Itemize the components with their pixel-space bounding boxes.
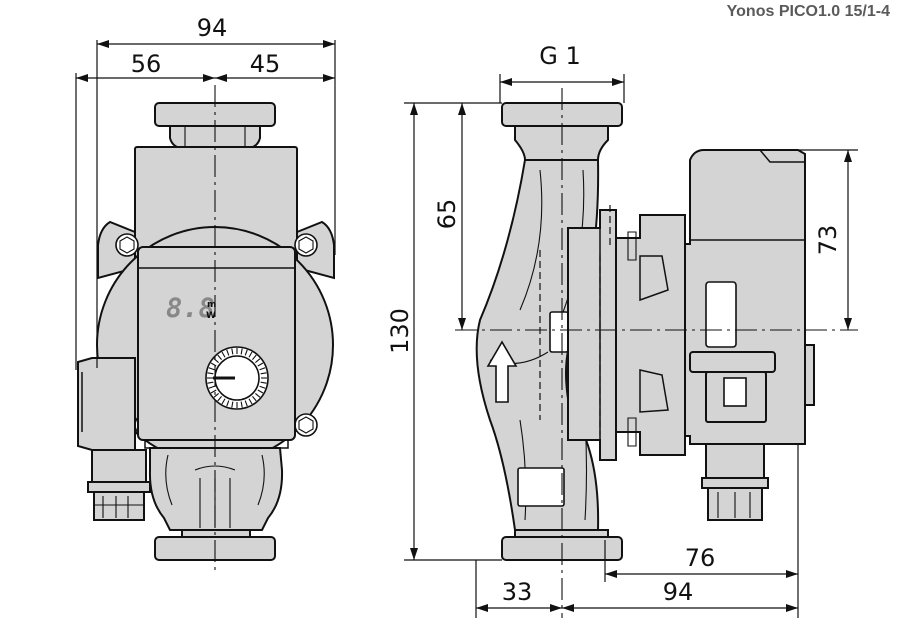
bolt-bottom-right [294, 413, 318, 437]
knob-tick [240, 348, 243, 355]
knob-tick [221, 351, 226, 358]
knob-tick [244, 400, 248, 407]
knob-tick [252, 354, 257, 360]
dim-motor-height: 73 [814, 225, 842, 256]
dim-depth-total: 94 [663, 578, 694, 606]
display-digits: 8.8 [166, 293, 215, 324]
dim-height-upper: 65 [433, 199, 461, 230]
bolt-top-right [294, 233, 318, 257]
knob-tick [255, 393, 261, 398]
dim-depth-motor: 76 [685, 544, 716, 572]
knob-tick [226, 349, 230, 356]
knob-tick [210, 389, 217, 394]
knob-tick [208, 385, 215, 389]
dim-depth-front: 33 [502, 578, 533, 606]
knob-tick [257, 362, 264, 367]
knob-tick [221, 398, 226, 405]
knob-tick [257, 389, 264, 394]
front-view: 8.8 m W [77, 85, 335, 570]
front-gland [91, 449, 147, 483]
knob-tick [217, 396, 222, 402]
dim-thread: G 1 [539, 42, 581, 70]
knob-tick [226, 400, 230, 407]
flow-direction-arrow [486, 340, 518, 403]
knob-tick [240, 401, 243, 408]
knob-tick [255, 358, 261, 363]
knob-tick [248, 351, 253, 358]
knob-tick [260, 372, 267, 375]
display-unit-w: W [206, 311, 216, 321]
side-view [455, 88, 858, 618]
knob-tick [207, 372, 214, 375]
display-unit-m: m [207, 300, 216, 310]
knob-tick [259, 367, 266, 371]
front-pump-housing [148, 447, 284, 531]
product-title: Yonos PICO1.0 15/1-4 [726, 3, 890, 20]
knob-tick [248, 398, 253, 405]
knob-tick [231, 348, 234, 355]
side-motor-flange [567, 209, 617, 461]
front-gland-plug [93, 491, 145, 521]
dim-width-total: 94 [197, 14, 228, 42]
front-cable-box [77, 357, 136, 451]
front-dimensions: 94 56 45 [75, 14, 336, 370]
knob-tick [252, 396, 257, 402]
knob-tick [244, 349, 248, 356]
knob-tick [231, 401, 234, 408]
dim-right-part: 45 [250, 50, 281, 78]
knob-tick [259, 385, 266, 389]
front-gland-nut [87, 481, 151, 493]
side-motor-body [615, 214, 686, 456]
knob-tick [208, 367, 215, 371]
knob-tick [207, 381, 214, 384]
side-rear-cap [804, 344, 815, 406]
dim-height-total: 130 [386, 308, 414, 354]
bolt-top-left [115, 233, 139, 257]
knob-tick [260, 381, 267, 384]
knob-tick [213, 393, 219, 398]
control-knob[interactable] [205, 346, 269, 410]
dim-left-part: 56 [131, 50, 162, 78]
control-module [137, 246, 296, 441]
side-dimensions: G 1 130 65 73 76 33 94 [386, 42, 858, 618]
side-connector-top [689, 351, 776, 373]
knob-tick [217, 354, 222, 360]
